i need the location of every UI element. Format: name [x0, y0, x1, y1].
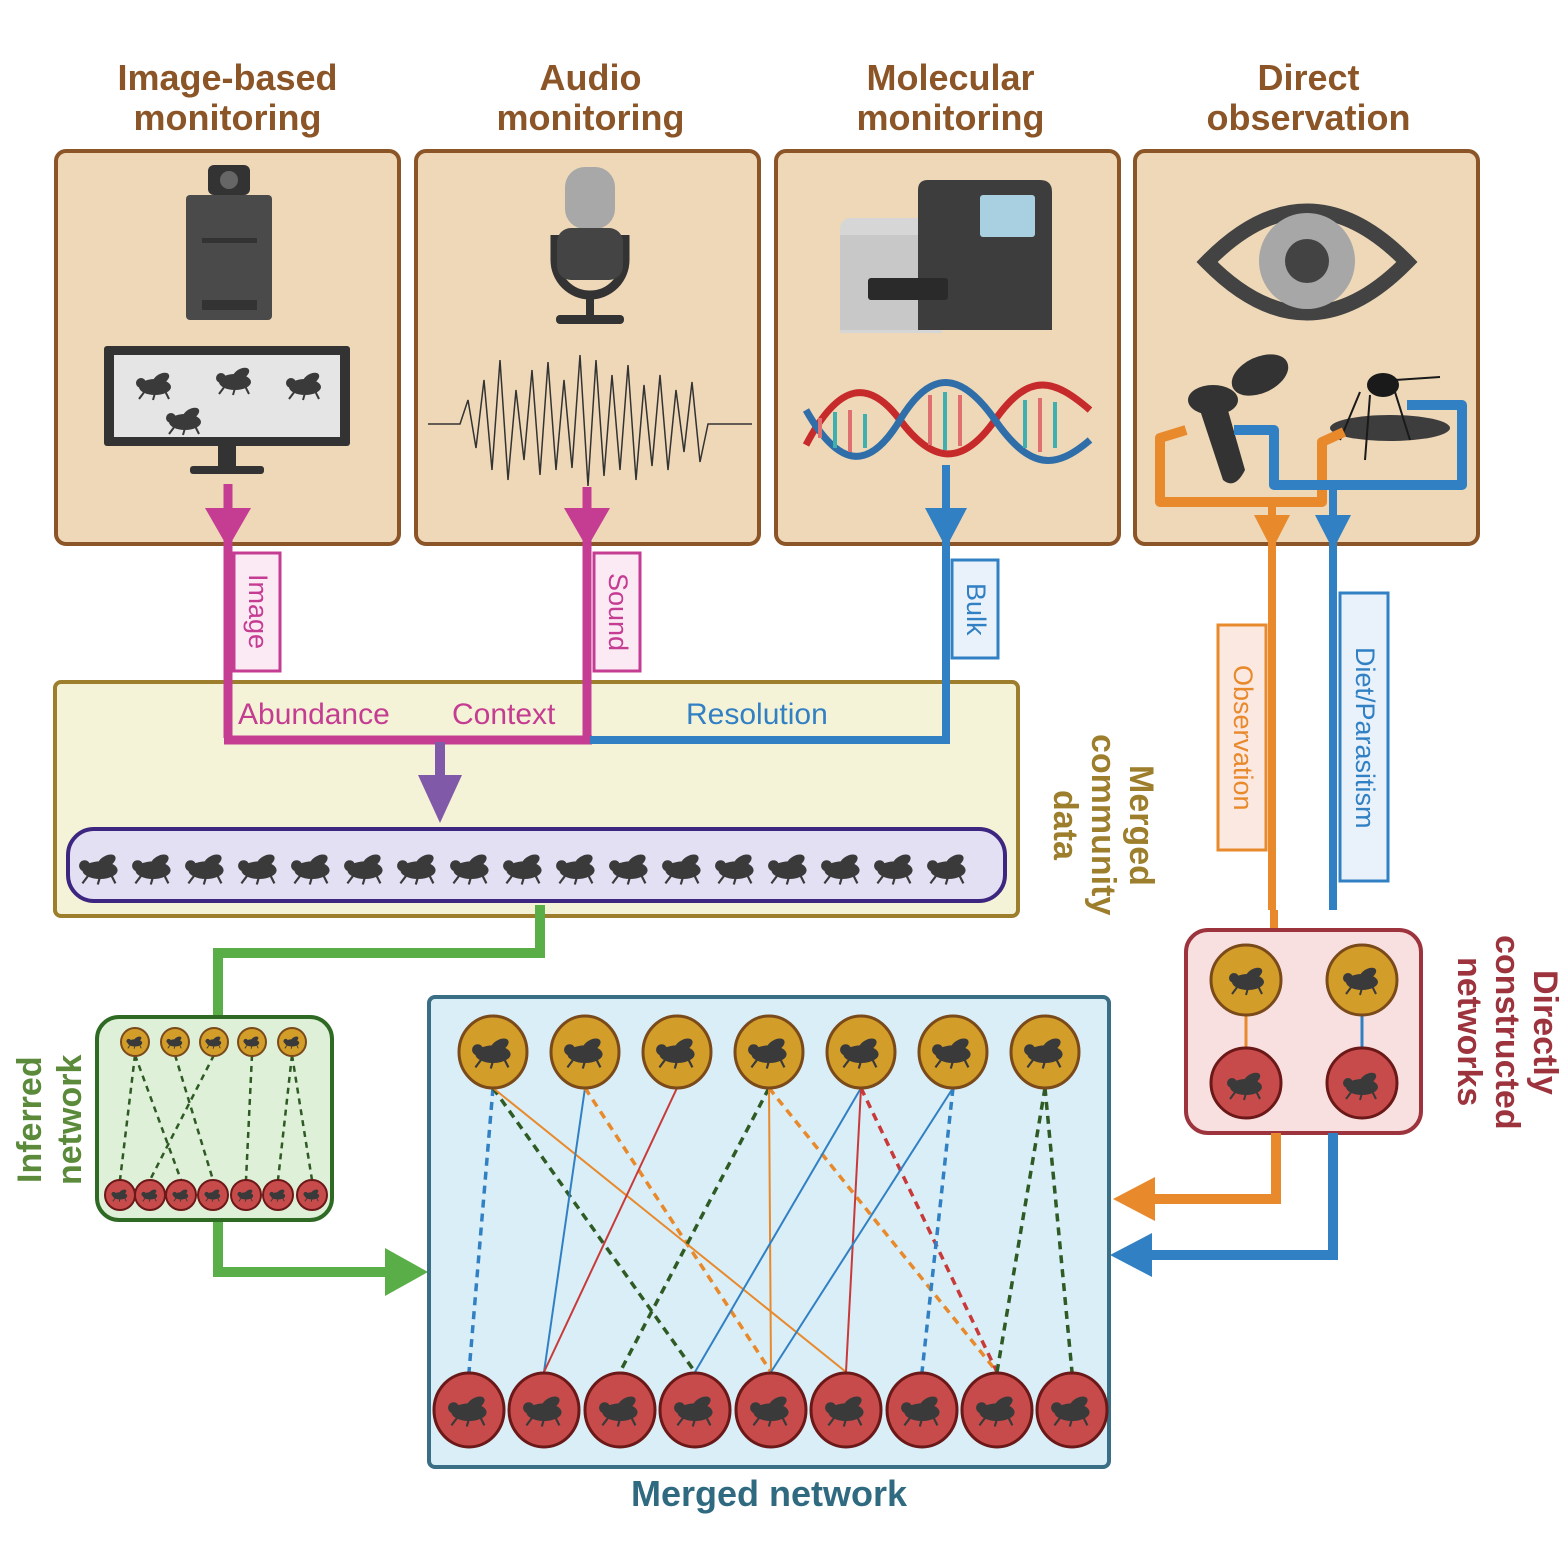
merged-edge — [492, 1087, 847, 1373]
merged-edge — [1043, 1087, 1074, 1373]
title-audio-monitoring: Audio monitoring — [496, 57, 685, 138]
orange-observation-flow — [1155, 425, 1347, 507]
merged-edge — [920, 1087, 955, 1373]
diet-label-box — [1338, 591, 1390, 883]
blue-flow-to-merged — [1143, 1133, 1338, 1260]
bulk-arrowhead — [925, 508, 967, 548]
inferred-network-title: Inferred network — [11, 1054, 89, 1186]
bulk-label-box — [950, 558, 1000, 660]
orange-arrowhead-merged — [1113, 1177, 1155, 1221]
merged-edge — [491, 1086, 697, 1374]
inferred-edge — [244, 1054, 254, 1181]
inferred-edge — [276, 1054, 294, 1181]
inferred-edge — [118, 1054, 137, 1181]
green-arrowhead — [385, 1248, 428, 1296]
green-flow-to-inferred — [213, 905, 545, 1018]
merged-edge — [543, 1087, 678, 1373]
inferred-edge — [148, 1054, 216, 1181]
green-flow-to-merged — [213, 1220, 393, 1277]
merged-network-graph — [432, 1014, 1109, 1449]
sound-label-box — [592, 551, 642, 673]
title-molecular-monitoring: Molecular monitoring — [856, 57, 1045, 138]
resolution-label: Resolution — [686, 698, 828, 731]
merged-edge — [543, 1087, 586, 1373]
dna-icon — [802, 379, 1093, 464]
merged-edge — [467, 1087, 495, 1373]
merged-edge — [694, 1087, 862, 1373]
blue-arrowhead-merged — [1110, 1233, 1152, 1277]
image-arrowhead — [205, 508, 251, 548]
merged-network-title: Merged network — [630, 1473, 908, 1514]
merged-edge — [768, 1087, 772, 1373]
bulk-data-label: Bulk — [961, 582, 991, 636]
observation-label-box — [1216, 623, 1268, 852]
merged-edge — [845, 1087, 862, 1373]
title-image-monitoring: Image-based monitoring — [117, 57, 338, 138]
direct-network-title: Directly constructed networks — [1450, 934, 1564, 1130]
observation-data-label: Observation — [1228, 665, 1258, 811]
merged-community-title: Merged community data — [1046, 734, 1160, 916]
orange-flow-to-merged — [1146, 1133, 1281, 1204]
merged-network-box — [427, 995, 1111, 1469]
merged-edge — [995, 1087, 1047, 1373]
sequencer-icon — [840, 180, 1052, 333]
blue-diet-flow — [1234, 400, 1467, 490]
abundance-label: Abundance — [238, 698, 390, 731]
sound-waveform — [428, 354, 752, 487]
purple-arrowhead — [418, 775, 462, 823]
inferred-edge — [133, 1054, 183, 1181]
image-data-label: Image — [243, 574, 273, 650]
observation-arrowhead — [1254, 515, 1290, 550]
image-label-box — [232, 551, 282, 673]
context-label: Context — [452, 698, 556, 731]
merged-edge — [859, 1087, 999, 1373]
microphone-icon — [550, 167, 630, 324]
diet-data-label: Diet/Parasitism — [1350, 646, 1380, 829]
camera-icon — [186, 165, 272, 320]
diet-arrowhead — [1315, 515, 1351, 550]
monitor-icon — [104, 346, 350, 474]
inferred-network-box — [95, 1015, 334, 1222]
merged-edge — [618, 1087, 771, 1373]
observed-insects — [1188, 354, 1450, 484]
sound-data-label: Sound — [603, 572, 633, 652]
eye-icon — [1196, 203, 1418, 321]
sound-arrowhead — [564, 508, 610, 548]
merged-edge — [770, 1087, 954, 1373]
title-direct-observation: Direct observation — [1206, 57, 1411, 138]
merged-edge — [583, 1087, 773, 1373]
merged-edge — [767, 1086, 999, 1374]
inferred-network-graph — [104, 1027, 328, 1211]
